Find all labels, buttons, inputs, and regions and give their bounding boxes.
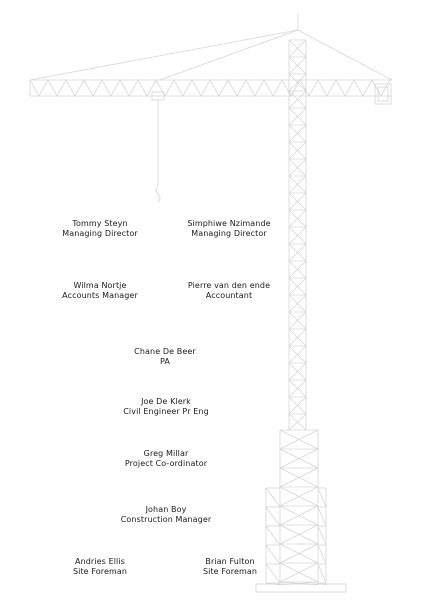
person-name: Wilma Nortje — [73, 281, 127, 290]
person-name: Pierre van den ende — [187, 281, 271, 290]
person-title: Project Co-ordinator — [124, 459, 208, 468]
person-title: Site Foreman — [72, 567, 128, 576]
person-name: Greg Millar — [143, 449, 189, 458]
crane-base — [255, 429, 347, 593]
person-brian-fulton: Brian Fulton Site Foreman — [203, 557, 257, 577]
person-name: Chane De Beer — [134, 347, 196, 356]
person-tommy-steyn: Tommy Steyn Managing Director — [62, 219, 138, 239]
person-andries-ellis: Andries Ellis Site Foreman — [73, 557, 127, 577]
person-title: Construction Manager — [120, 515, 212, 524]
crane-tie-lines — [29, 14, 393, 81]
person-title: Accounts Manager — [62, 291, 138, 300]
person-joe-de-klerk: Joe De Klerk Civil Engineer Pr Eng — [123, 397, 209, 417]
person-wilma-nortje: Wilma Nortje Accounts Manager — [62, 281, 138, 301]
person-name: Joe De Klerk — [141, 397, 191, 406]
person-title: PA — [159, 357, 170, 366]
person-johan-boy: Johan Boy Construction Manager — [121, 505, 212, 525]
person-greg-millar: Greg Millar Project Co-ordinator — [125, 449, 207, 469]
person-title: Civil Engineer Pr Eng — [123, 407, 209, 416]
person-title: Managing Director — [62, 229, 138, 238]
person-title: Accountant — [205, 291, 253, 300]
person-title: Managing Director — [191, 229, 267, 238]
person-simphiwe-nzimande: Simphiwe Nzimande Managing Director — [187, 219, 270, 239]
crane-hook — [151, 91, 165, 203]
crane-jib — [29, 79, 392, 105]
person-name: Simphiwe Nzimande — [187, 219, 271, 228]
person-title: Site Foreman — [202, 567, 258, 576]
person-name: Brian Fulton — [205, 557, 255, 566]
person-pierre-van-den-ende: Pierre van den ende Accountant — [188, 281, 270, 301]
person-name: Andries Ellis — [75, 557, 125, 566]
crane-mast — [288, 39, 307, 431]
person-name: Tommy Steyn — [72, 219, 128, 228]
person-name: Johan Boy — [145, 505, 187, 514]
person-chane-de-beer: Chane De Beer PA — [134, 347, 196, 367]
